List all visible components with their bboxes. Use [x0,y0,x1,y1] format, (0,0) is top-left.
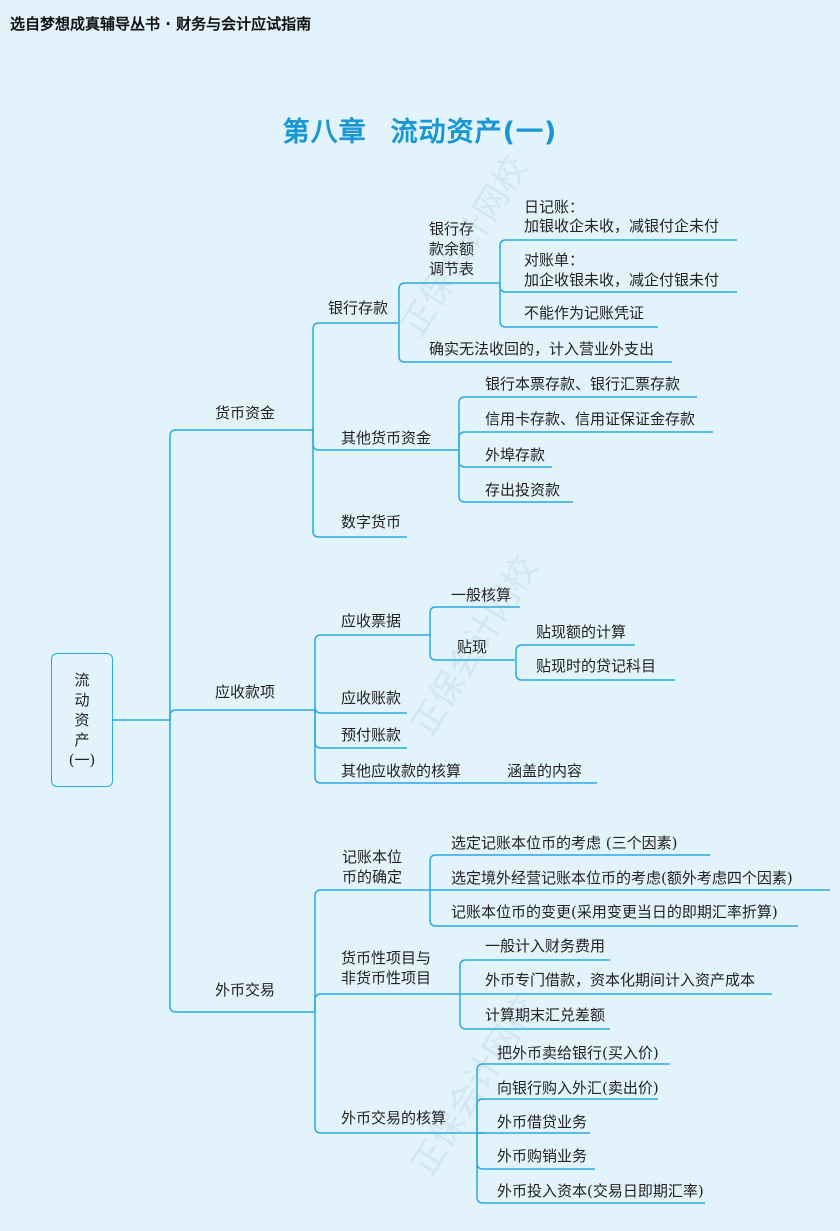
coverage: 涵盖的内容 [507,762,583,780]
connector-line [429,606,520,635]
root-node: 流 动 资 产 (一) [51,653,113,787]
connector-line [169,720,315,1013]
node-cash: 货币资金 [215,404,276,422]
fx-accounting-item: 把外币卖给银行(买入价) [497,1044,659,1062]
chapter-title: 第八章流动资产(一) [0,110,840,149]
connector-line [515,660,675,681]
statement-label: 对账单： [524,251,585,269]
connector-line [458,396,697,450]
connector-line [314,993,460,1012]
connector-line [312,430,407,538]
other-cash-item: 存出投资款 [485,481,561,499]
connector-line [476,1133,705,1204]
unrecoverable: 确实无法收回的，计入营业外支出 [429,340,655,358]
fx-accounting-item: 向银行购入外汇(卖出价) [497,1079,659,1097]
connector-line [429,635,515,661]
chapter-number: 第八章 [282,117,367,148]
node-functional-line: 记账本位 [342,848,403,866]
root-line: 产 [74,731,90,749]
connector-line [515,644,635,660]
general-accounting: 一般核算 [451,586,512,604]
connector-line [476,1063,670,1133]
statement-text: 加企收银未收，减企付银未付 [524,271,720,289]
root-line: 动 [74,691,90,709]
node-other-receivables: 其他应收款的核算 [341,762,462,780]
discount-item: 贴现额的计算 [536,623,627,641]
other-cash-item: 信用卡存款、信用证保证金存款 [485,410,696,428]
connector-line [312,322,398,430]
book-header: 选自梦想成真辅导丛书 · 财务与会计应试指南 [10,15,312,33]
connector-line [459,994,610,1030]
journal-label: 日记账： [524,198,585,216]
node-receivables: 应收款项 [215,683,276,701]
connector-line [429,890,798,927]
node-digital: 数字货币 [341,513,402,531]
monetary-item: 计算期末汇兑差额 [485,1006,606,1024]
connector-line [314,1012,485,1134]
root-line: 流 [74,671,90,689]
fx-accounting-item: 外币投入资本(交易日即期汇率) [497,1182,704,1200]
connector-line [314,710,597,784]
node-monetary-line: 货币性项目与 [341,949,432,967]
connector-line [429,854,710,890]
connector-line [169,429,313,720]
monetary-item: 一般计入财务费用 [485,937,606,955]
journal-text: 加银收企未收，减银付企未付 [524,217,720,235]
connector-line [398,323,672,363]
fx-accounting-item: 外币借贷业务 [497,1113,588,1131]
node-prepayments: 预付账款 [341,726,402,744]
connector-line [458,450,573,503]
node-recon-line: 银行存 [429,220,475,238]
node-notes-receivable: 应收票据 [341,612,402,630]
node-functional-line: 币的确定 [342,868,403,886]
node-monetary-line: 非货币性项目 [341,969,432,987]
connector-line [398,282,500,323]
connector-line [499,239,737,283]
node-accounts-receivable: 应收账款 [341,689,402,707]
functional-item: 选定记账本位币的考虑 (三个因素) [451,834,678,852]
functional-item: 选定境外经营记账本位币的考虑(额外考虑四个因素) [451,869,793,887]
node-recon-line: 调节表 [429,260,475,278]
chapter-name: 流动资产(一) [390,117,558,148]
discount-item: 贴现时的贷记科目 [536,657,657,675]
node-discount: 贴现 [457,638,488,656]
monetary-item: 外币专门借款，资本化期间计入资产成本 [485,971,756,989]
node-fx: 外币交易 [215,981,276,999]
functional-item: 记账本位币的变更(采用变更当日的即期汇率折算) [451,903,778,921]
other-cash-item: 银行本票存款、银行汇票存款 [485,375,681,393]
connector-line [459,959,610,994]
node-other-cash: 其他货币资金 [341,429,432,447]
connector-line [458,431,713,450]
connector-line [314,634,430,710]
connector-line [476,1098,658,1133]
connector-line [499,283,658,328]
other-cash-item: 外埠存款 [485,446,546,464]
root-line: (一) [68,751,96,769]
connector-line [314,889,430,1012]
connector-line [169,709,315,720]
node-bank-deposit: 银行存款 [328,299,389,317]
node-fx-accounting: 外币交易的核算 [341,1109,447,1127]
connector-line [314,706,407,714]
node-recon-line: 款余额 [429,240,475,258]
root-line: 资 [74,711,90,729]
not-voucher: 不能作为记账凭证 [524,304,645,322]
fx-accounting-item: 外币购销业务 [497,1147,588,1165]
